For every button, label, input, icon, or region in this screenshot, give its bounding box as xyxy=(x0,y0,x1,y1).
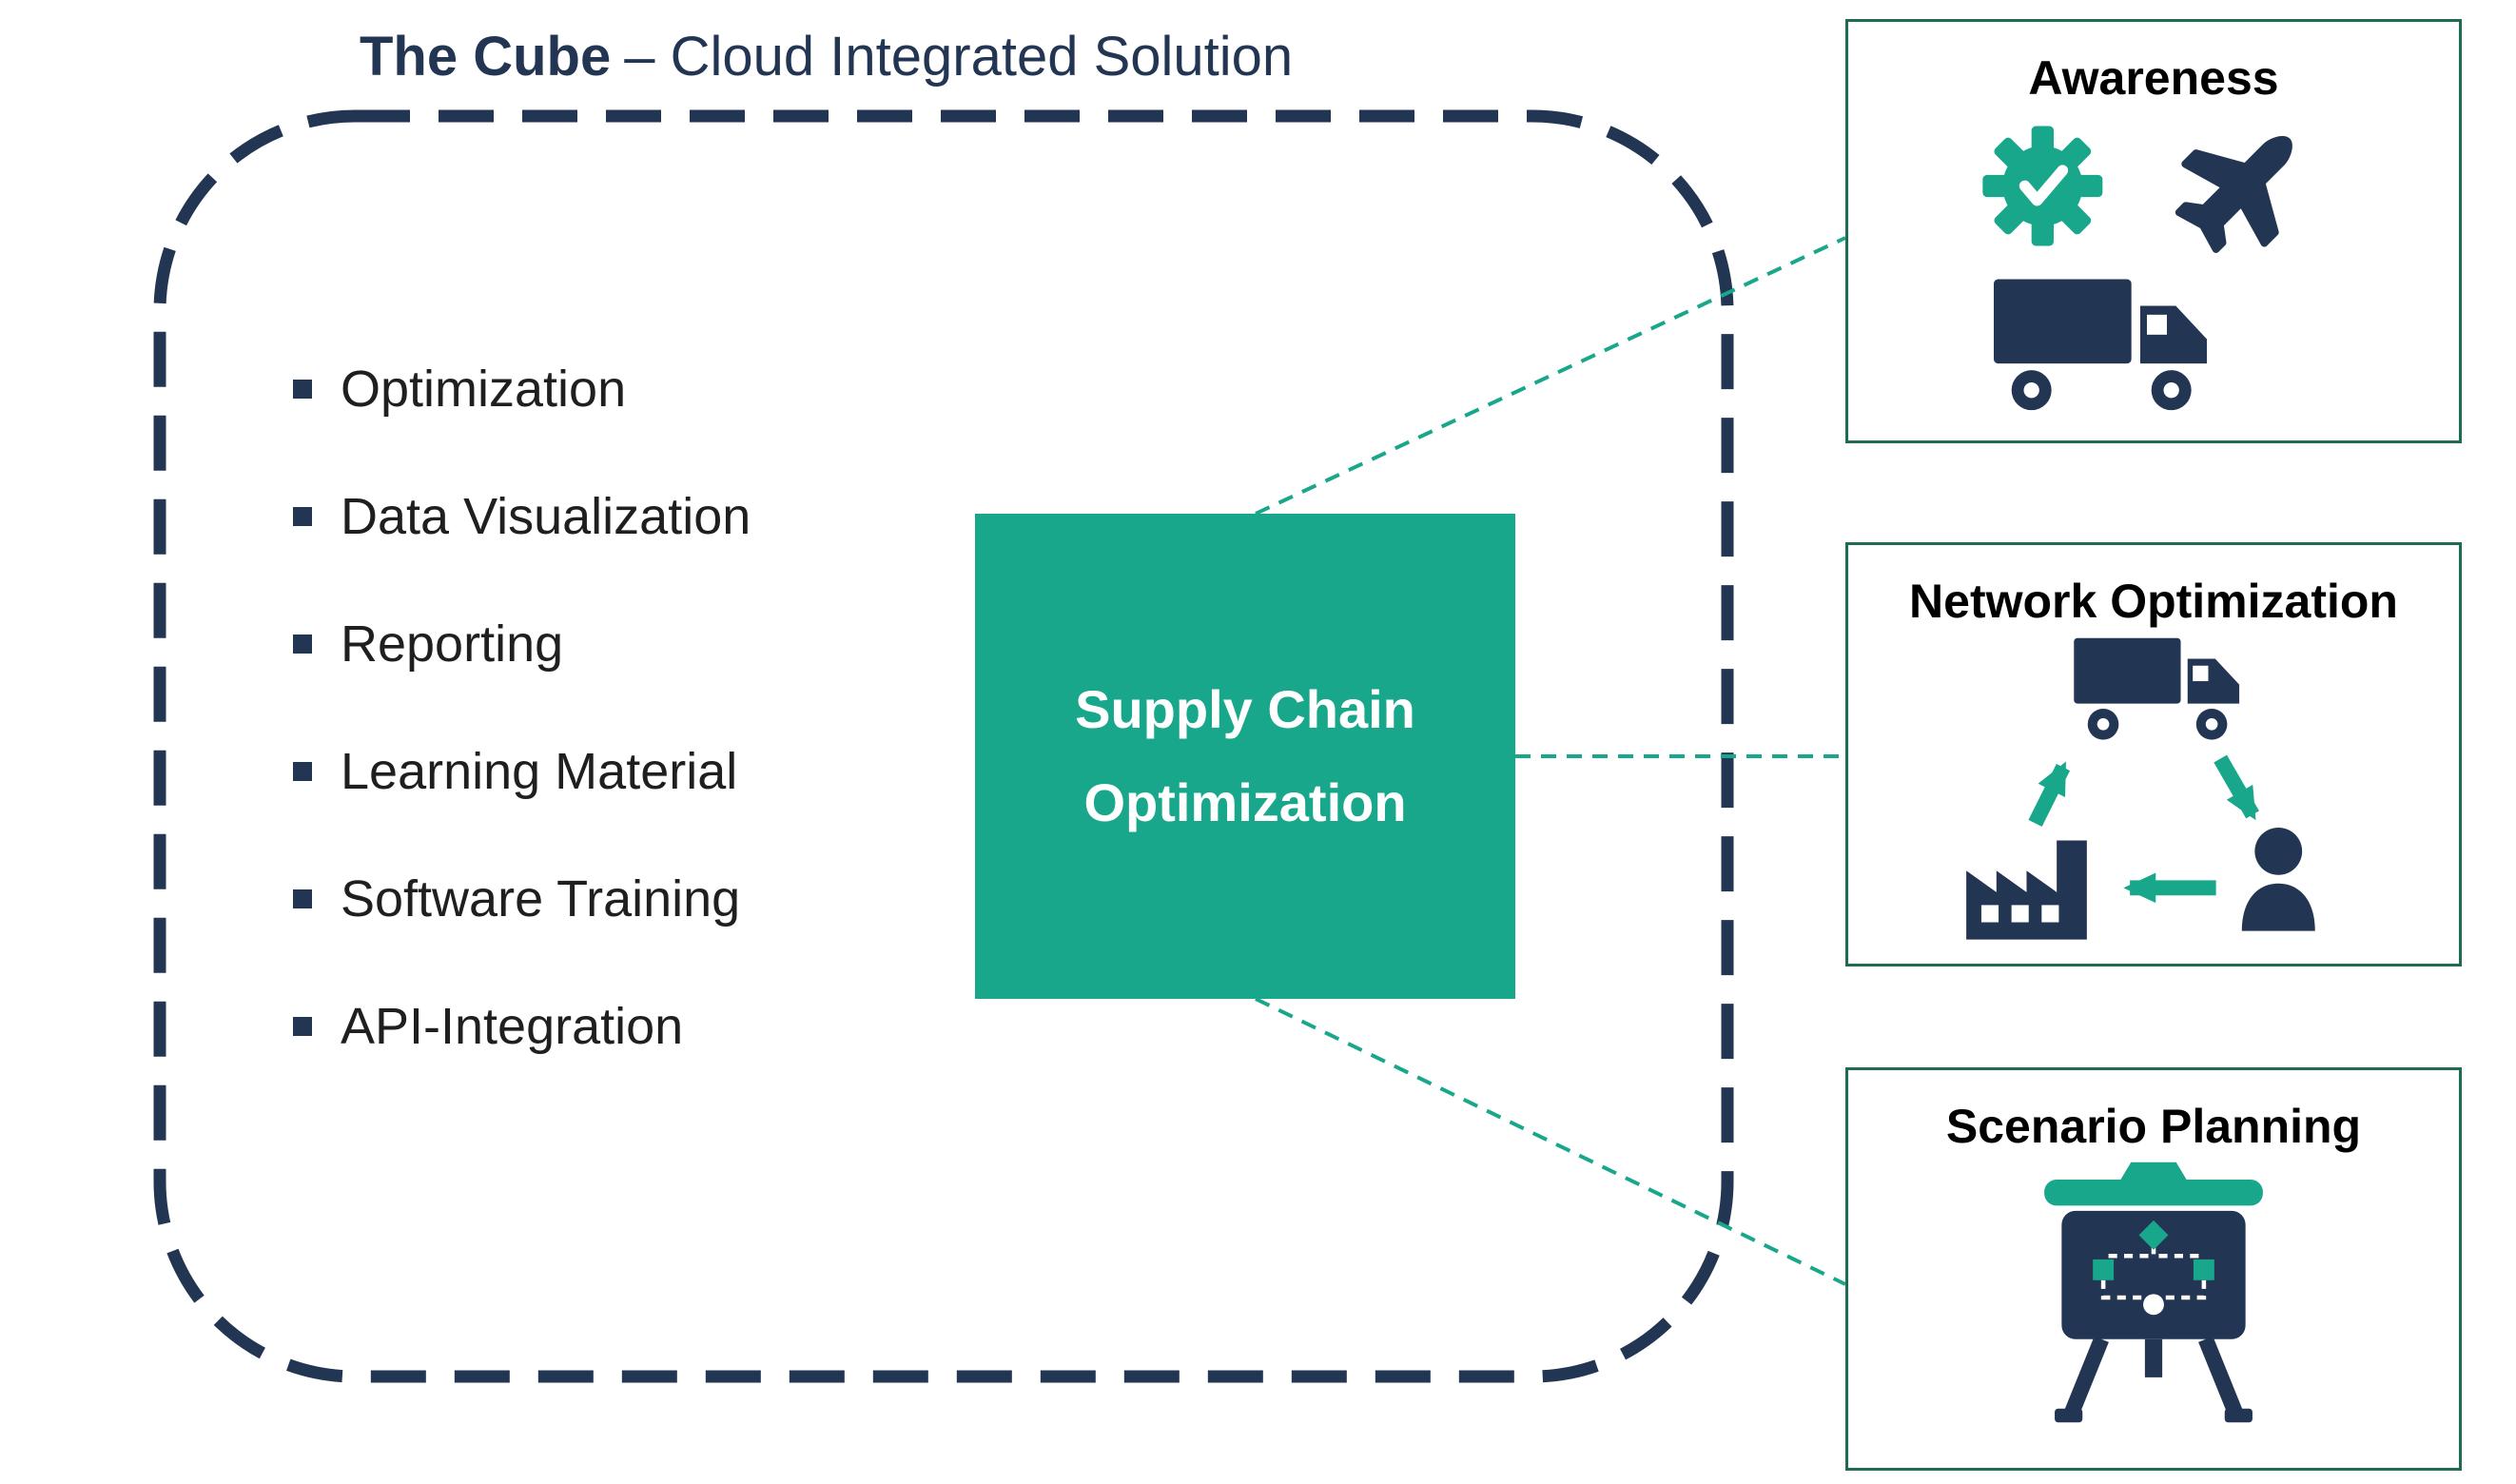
truck-icon xyxy=(1994,279,2207,411)
product-name: The Cube xyxy=(360,26,612,88)
feature-item: API-Integration xyxy=(293,997,751,1056)
slide-subtitle: – Cloud Integrated Solution xyxy=(624,26,1294,88)
feature-item: Learning Material xyxy=(293,742,751,801)
airplane-icon xyxy=(2175,136,2292,253)
bullet-square-icon xyxy=(293,1017,312,1036)
feature-item: Reporting xyxy=(293,615,751,674)
feature-label: Learning Material xyxy=(341,743,738,800)
bullet-square-icon xyxy=(293,635,312,654)
feature-item: Software Training xyxy=(293,869,751,928)
person-icon xyxy=(2241,827,2315,931)
cycle-arrows-icon xyxy=(2028,754,2259,904)
panel-network-title: Network Optimization xyxy=(1909,575,2398,628)
feature-label: Data Visualization xyxy=(341,488,751,545)
presentation-board-icon xyxy=(2044,1162,2263,1423)
cube-dashed-border xyxy=(153,109,1734,1383)
panel-scenario-title: Scenario Planning xyxy=(1945,1100,2362,1153)
center-box-line2: Optimization xyxy=(1083,772,1407,832)
truck-icon xyxy=(2074,637,2240,740)
bullet-square-icon xyxy=(293,507,312,526)
bullet-square-icon xyxy=(293,762,312,781)
bullet-square-icon xyxy=(293,380,312,399)
feature-item: Data Visualization xyxy=(293,487,751,546)
connector-to-awareness xyxy=(1255,236,1846,516)
feature-list: Optimization Data Visualization Reportin… xyxy=(293,360,751,1056)
feature-label: Software Training xyxy=(341,870,741,928)
center-box-line1: Supply Chain xyxy=(1075,679,1415,739)
panel-scenario-planning: Scenario Planning xyxy=(1845,1067,2462,1471)
feature-label: Reporting xyxy=(341,615,564,673)
panel-awareness-title: Awareness xyxy=(2028,51,2279,105)
panel-awareness: Awareness xyxy=(1845,19,2462,443)
bullet-square-icon xyxy=(293,889,312,908)
connector-to-scenario xyxy=(1255,997,1846,1286)
gear-check-icon xyxy=(1982,126,2103,246)
arrow-truck-to-person xyxy=(2214,754,2259,821)
scenario-icon-group xyxy=(2044,1162,2263,1423)
supply-chain-optimization-box: Supply Chain Optimization xyxy=(975,514,1515,999)
feature-item: Optimization xyxy=(293,360,751,419)
slide-title: The Cube– Cloud Integrated Solution xyxy=(360,25,1293,88)
awareness-icon-group xyxy=(1982,126,2292,411)
feature-label: Optimization xyxy=(341,361,627,418)
feature-label: API-Integration xyxy=(341,998,684,1055)
arrow-factory-to-truck xyxy=(2028,761,2071,827)
factory-icon xyxy=(1966,840,2087,940)
panel-network-optimization: Network Optimization xyxy=(1845,542,2462,967)
network-icon-group xyxy=(1966,637,2315,940)
